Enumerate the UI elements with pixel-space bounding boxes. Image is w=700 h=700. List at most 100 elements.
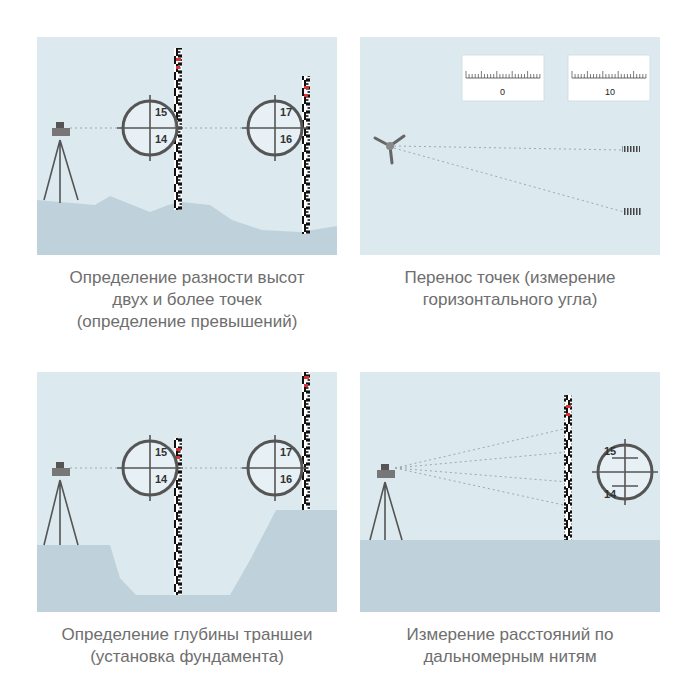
scale-ticks xyxy=(602,71,603,78)
scale-ticks xyxy=(572,71,573,78)
illustration-panel: Определение глубины траншеи (установка ф… xyxy=(37,372,337,612)
rod-reading: 15 xyxy=(154,446,168,458)
tripod xyxy=(52,128,70,136)
panel-caption: Перенос точек (измерение горизонтального… xyxy=(360,267,660,311)
scale-ticks xyxy=(475,74,476,78)
reticle xyxy=(592,439,658,505)
scale-ticks xyxy=(533,74,534,78)
panel-caption: Измерение расстояний по дальномерным нит… xyxy=(404,624,616,668)
reticle xyxy=(117,435,183,501)
tripod xyxy=(56,462,64,468)
rod-reading: 15 xyxy=(603,445,617,457)
scale-ticks xyxy=(527,71,528,78)
rod-red-mark xyxy=(566,413,570,416)
levelling-rod xyxy=(174,48,572,595)
angle-scale xyxy=(462,55,650,101)
tripod xyxy=(56,122,64,128)
panel-backgrounds xyxy=(360,372,660,612)
scale-ticks xyxy=(605,74,606,78)
panel-caption: Определение глубины траншеи (установка ф… xyxy=(57,624,317,668)
rod-reading: 14 xyxy=(603,488,617,500)
sight-line xyxy=(394,146,622,150)
scale-ticks xyxy=(621,74,622,78)
scale-ticks xyxy=(481,71,482,78)
levelling-rod xyxy=(302,372,310,510)
panel-backgrounds xyxy=(37,37,660,612)
scale-ticks xyxy=(578,74,579,78)
target xyxy=(624,208,642,215)
scale-ticks xyxy=(627,74,628,78)
rod-red-mark xyxy=(304,376,309,379)
tripod xyxy=(44,480,78,545)
scale-ticks xyxy=(466,71,467,78)
rod-reading: 14 xyxy=(154,473,168,485)
angle-scale xyxy=(466,78,646,79)
scale-ticks xyxy=(490,74,491,78)
rod-red-mark xyxy=(176,448,181,451)
eyepiece-view xyxy=(123,101,652,499)
scale-ticks xyxy=(612,74,613,78)
scale-ticks xyxy=(608,74,609,78)
tripod-top-view xyxy=(386,142,394,150)
panel-backgrounds xyxy=(37,37,337,255)
scale-ticks xyxy=(539,74,540,78)
scale-ticks xyxy=(624,74,625,78)
rod-reading: 15 xyxy=(154,106,168,118)
rod-red-mark xyxy=(176,58,571,459)
tripod xyxy=(381,464,389,470)
panel-caption: Определение разности высот двух и более … xyxy=(57,267,317,333)
illustration-panel: Измерение расстояний по дальномерным нит… xyxy=(360,372,660,612)
scale-ticks xyxy=(518,74,519,78)
scale-ticks xyxy=(512,71,513,78)
sight-line xyxy=(70,128,624,506)
scale-ticks xyxy=(496,71,497,78)
rod-red-mark xyxy=(304,86,309,89)
scale-ticks xyxy=(636,74,637,78)
target xyxy=(622,146,642,215)
levelling-rod xyxy=(302,76,310,234)
rod-reading: 14 xyxy=(154,133,168,145)
tripod xyxy=(44,140,78,203)
tripod xyxy=(52,468,70,476)
illustration-panel: Определение разности высот двух и более … xyxy=(37,37,337,255)
rod-red-mark xyxy=(304,384,308,387)
rod-reading: 17 xyxy=(279,106,293,118)
rod-reading: 16 xyxy=(279,133,293,145)
illustration-panel: Перенос точек (измерение горизонтального… xyxy=(360,37,660,255)
scale-ticks xyxy=(599,74,600,78)
scale-ticks xyxy=(469,74,470,78)
scale-ticks xyxy=(630,74,631,78)
scale-ticks xyxy=(581,74,582,78)
scale-ticks xyxy=(478,74,479,78)
tripod xyxy=(370,482,402,540)
scale-ticks xyxy=(493,74,494,78)
scale-ticks xyxy=(584,74,585,78)
scale-ticks xyxy=(506,74,507,78)
scale-ticks xyxy=(524,74,525,78)
scale-ticks xyxy=(618,71,619,78)
scale-ticks xyxy=(593,74,594,78)
rod-red-mark xyxy=(176,66,180,69)
panel-backgrounds xyxy=(37,372,337,612)
tripod xyxy=(377,470,395,478)
scale-ticks xyxy=(515,74,516,78)
scale-ticks xyxy=(642,74,643,78)
ground xyxy=(37,196,660,612)
scale-ticks xyxy=(645,74,646,78)
ground xyxy=(360,540,660,612)
levelling-rod xyxy=(564,395,572,540)
scale-ticks xyxy=(536,74,537,78)
sight-line xyxy=(395,428,568,506)
scale-ticks xyxy=(466,71,646,78)
scale-ticks xyxy=(472,74,473,78)
rod-red-mark xyxy=(176,58,181,61)
scale-ticks xyxy=(587,71,588,78)
scale-ticks xyxy=(521,74,522,78)
tripod xyxy=(44,122,402,545)
scale-ticks xyxy=(509,74,510,78)
target xyxy=(622,146,640,152)
scale-ticks xyxy=(499,74,500,78)
reticle xyxy=(117,95,658,505)
